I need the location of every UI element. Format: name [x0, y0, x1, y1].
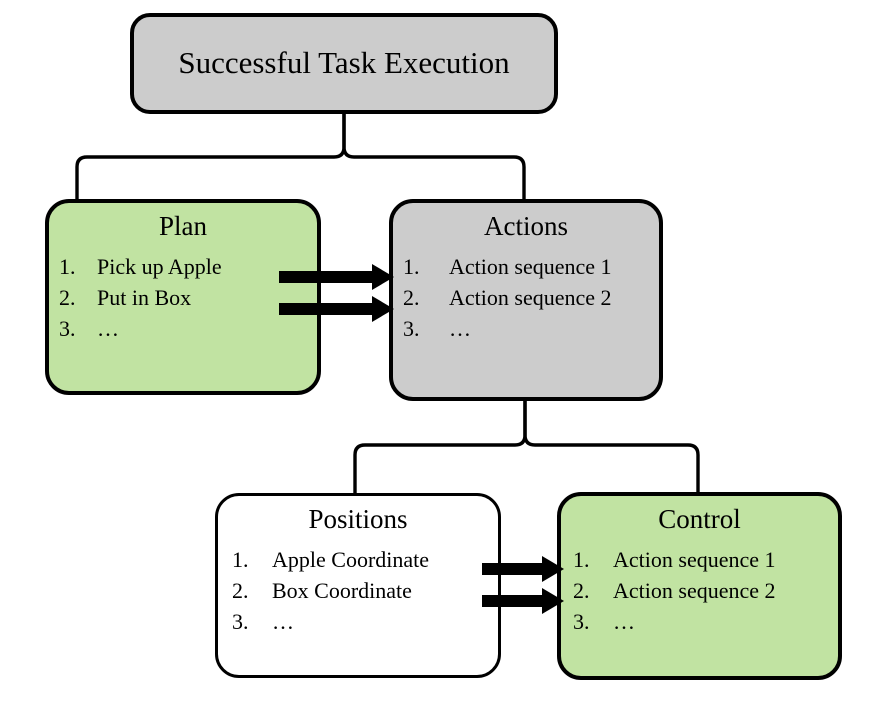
- node-actions-list: 1. Action sequence 1 2. Action sequence …: [393, 251, 659, 345]
- list-item-number: 2.: [59, 284, 76, 310]
- node-root-title: Successful Task Execution: [178, 45, 510, 81]
- node-plan-list: 1. Pick up Apple 2. Put in Box 3. …: [49, 251, 317, 345]
- arrow-shaft: [279, 271, 372, 283]
- list-item-label: …: [613, 609, 635, 635]
- list-item-label: Action sequence 2: [613, 577, 776, 603]
- node-actions-body: Actions 1. Action sequence 1 2. Action s…: [393, 203, 659, 344]
- connector-actions-to-control: [523, 399, 700, 494]
- node-actions[interactable]: Actions 1. Action sequence 1 2. Action s…: [389, 199, 663, 401]
- arrow-shaft: [482, 595, 542, 607]
- arrow-shaft: [482, 563, 542, 575]
- list-item: 2. Put in Box: [49, 282, 317, 313]
- node-control-list: 1. Action sequence 1 2. Action sequence …: [561, 544, 838, 638]
- connector-root-to-actions: [342, 112, 526, 201]
- list-item-number: 1.: [59, 253, 76, 279]
- list-item-label: Action sequence 2: [449, 284, 612, 310]
- node-control-title: Control: [658, 504, 741, 534]
- list-item: 1. Action sequence 1: [393, 251, 659, 282]
- list-item: 2. Box Coordinate: [218, 575, 498, 606]
- list-item: 3. …: [393, 313, 659, 344]
- list-item-number: 2.: [573, 577, 590, 603]
- list-item-label: Apple Coordinate: [272, 546, 430, 572]
- connector-root-to-children: [75, 112, 346, 201]
- node-positions-title: Positions: [308, 504, 408, 534]
- list-item: 1. Apple Coordinate: [218, 544, 498, 575]
- arrow-head: [542, 588, 564, 614]
- list-item-label: Put in Box: [97, 284, 192, 310]
- node-plan-title: Plan: [158, 211, 207, 241]
- list-item-label: Box Coordinate: [272, 577, 412, 603]
- node-actions-title: Actions: [484, 211, 568, 241]
- list-item-number: 3.: [59, 316, 76, 342]
- list-item-number: 1.: [232, 546, 249, 572]
- list-item: 1. Pick up Apple: [49, 251, 317, 282]
- node-successful-task-execution[interactable]: Successful Task Execution: [130, 13, 558, 114]
- node-positions-body: Positions 1. Apple Coordinate 2. Box Coo…: [218, 496, 498, 637]
- list-item-number: 2.: [403, 284, 420, 310]
- list-item-label: Action sequence 1: [613, 546, 776, 572]
- node-control[interactable]: Control 1. Action sequence 1 2. Action s…: [557, 492, 842, 680]
- list-item: 2. Action sequence 2: [393, 282, 659, 313]
- list-item-number: 1.: [403, 253, 420, 279]
- node-plan[interactable]: Plan 1. Pick up Apple 2. Put in Box 3. …: [45, 199, 321, 395]
- node-positions[interactable]: Positions 1. Apple Coordinate 2. Box Coo…: [215, 493, 501, 678]
- list-item-number: 3.: [232, 609, 249, 635]
- list-item: 3. …: [218, 606, 498, 637]
- list-item-number: 2.: [232, 577, 249, 603]
- arrow-head: [542, 556, 564, 582]
- arrow-head: [372, 264, 394, 290]
- list-item-label: …: [97, 316, 119, 342]
- list-item-number: 3.: [403, 316, 420, 342]
- list-item-number: 1.: [573, 546, 590, 572]
- list-item-label: …: [449, 316, 471, 342]
- list-item: 3. …: [561, 606, 838, 637]
- node-positions-list: 1. Apple Coordinate 2. Box Coordinate 3.…: [218, 544, 498, 638]
- node-control-body: Control 1. Action sequence 1 2. Action s…: [561, 496, 838, 637]
- list-item-label: Pick up Apple: [97, 253, 222, 279]
- list-item-label: …: [272, 609, 294, 635]
- arrow-head: [372, 296, 394, 322]
- list-item: 1. Action sequence 1: [561, 544, 838, 575]
- list-item-label: Action sequence 1: [449, 253, 612, 279]
- list-item: 3. …: [49, 313, 317, 344]
- connector-actions-to-positions: [353, 399, 527, 495]
- arrow-shaft: [279, 303, 372, 315]
- list-item-number: 3.: [573, 609, 590, 635]
- node-plan-body: Plan 1. Pick up Apple 2. Put in Box 3. …: [49, 203, 317, 344]
- list-item: 2. Action sequence 2: [561, 575, 838, 606]
